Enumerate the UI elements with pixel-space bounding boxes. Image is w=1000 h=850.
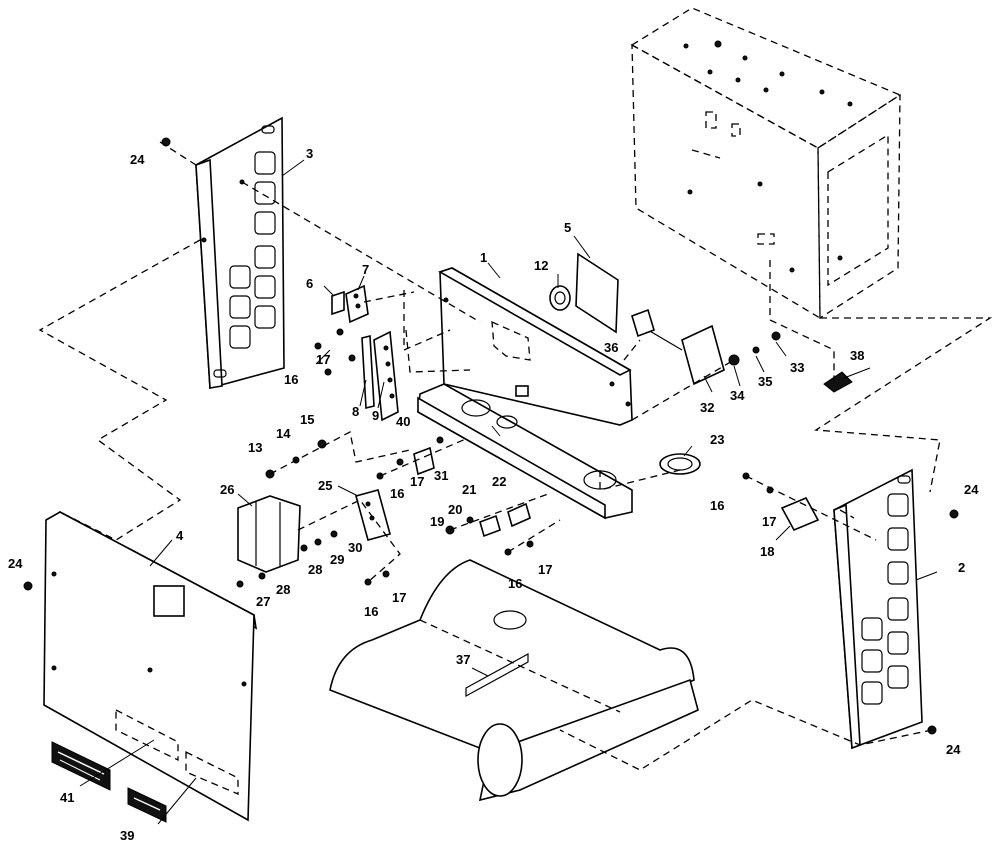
cover-plate-5 [575, 252, 619, 334]
callout-37: 37 [456, 652, 470, 667]
callout-15: 15 [300, 412, 314, 427]
enclosure-box [630, 7, 902, 320]
callout-16b: 16 [390, 486, 404, 501]
callout-31: 31 [434, 468, 448, 483]
callout-16e: 16 [710, 498, 724, 513]
callout-12: 12 [534, 258, 548, 273]
back-panel [417, 267, 633, 520]
callout-21: 21 [462, 482, 476, 497]
callout-22: 22 [492, 474, 506, 489]
side-panel-left [195, 116, 285, 390]
callout-17a: 17 [316, 352, 330, 367]
grommet-12 [549, 285, 571, 311]
label-39 [127, 787, 167, 823]
callout-19: 19 [430, 514, 444, 529]
callout-41: 41 [60, 790, 74, 805]
callout-28a: 28 [276, 582, 290, 597]
terminal-label-8 [361, 334, 375, 410]
side-panel-right [833, 468, 923, 750]
transformer-18 [780, 496, 820, 532]
callout-9: 9 [372, 408, 379, 423]
fitting-21 [479, 514, 501, 538]
callout-3: 3 [306, 146, 313, 161]
callout-5: 5 [564, 220, 571, 235]
callout-2: 2 [958, 560, 965, 575]
callouts: 1 2 3 4 5 6 7 8 9 12 13 14 15 16 16 16 1… [8, 146, 979, 843]
callout-17b: 17 [410, 474, 424, 489]
connector-22 [507, 502, 531, 528]
callout-36: 36 [604, 340, 618, 355]
callout-26: 26 [220, 482, 234, 497]
callout-13: 13 [248, 440, 262, 455]
callout-39: 39 [120, 828, 134, 843]
callout-30: 30 [348, 540, 362, 555]
callout-24c: 24 [964, 482, 979, 497]
callout-6: 6 [306, 276, 313, 291]
callout-25: 25 [318, 478, 332, 493]
base-frame [329, 559, 699, 802]
callout-16a: 16 [284, 372, 298, 387]
callout-29: 29 [330, 552, 344, 567]
callout-38: 38 [850, 348, 864, 363]
rectifier-32 [631, 308, 725, 386]
callout-20: 20 [448, 502, 462, 517]
callout-32: 32 [700, 400, 714, 415]
gasket-38 [823, 371, 853, 393]
callout-8: 8 [352, 404, 359, 419]
relay-26 [237, 495, 301, 573]
callout-33: 33 [790, 360, 804, 375]
grommet-23 [659, 453, 701, 475]
assembly-guide-lines [38, 141, 993, 771]
callout-34: 34 [730, 388, 745, 403]
leader-lines [79, 159, 938, 825]
callout-18: 18 [760, 544, 774, 559]
terminal-label-6 [331, 290, 345, 316]
callout-1: 1 [480, 250, 487, 265]
callout-40: 40 [396, 414, 410, 429]
callout-24a: 24 [130, 152, 145, 167]
callout-35: 35 [758, 374, 772, 389]
front-cover [43, 510, 258, 822]
callout-17e: 17 [762, 514, 776, 529]
callout-27: 27 [256, 594, 270, 609]
callout-17d: 17 [392, 590, 406, 605]
bracket-25 [355, 489, 391, 541]
callout-23: 23 [710, 432, 724, 447]
callout-16c: 16 [508, 576, 522, 591]
enclosure-holes [683, 40, 853, 273]
callout-7: 7 [362, 262, 369, 277]
callout-28b: 28 [308, 562, 322, 577]
callout-4: 4 [176, 528, 184, 543]
terminal-block-7 [345, 284, 369, 324]
switch-31 [413, 446, 435, 476]
callout-14: 14 [276, 426, 291, 441]
callout-16d: 16 [364, 604, 378, 619]
terminal-block-9 [373, 330, 399, 422]
callout-24d: 24 [946, 742, 961, 757]
callout-24b: 24 [8, 556, 23, 571]
callout-17c: 17 [538, 562, 552, 577]
hardware-fasteners [23, 137, 959, 735]
switch-36 [515, 385, 529, 397]
label-41 [51, 741, 111, 791]
